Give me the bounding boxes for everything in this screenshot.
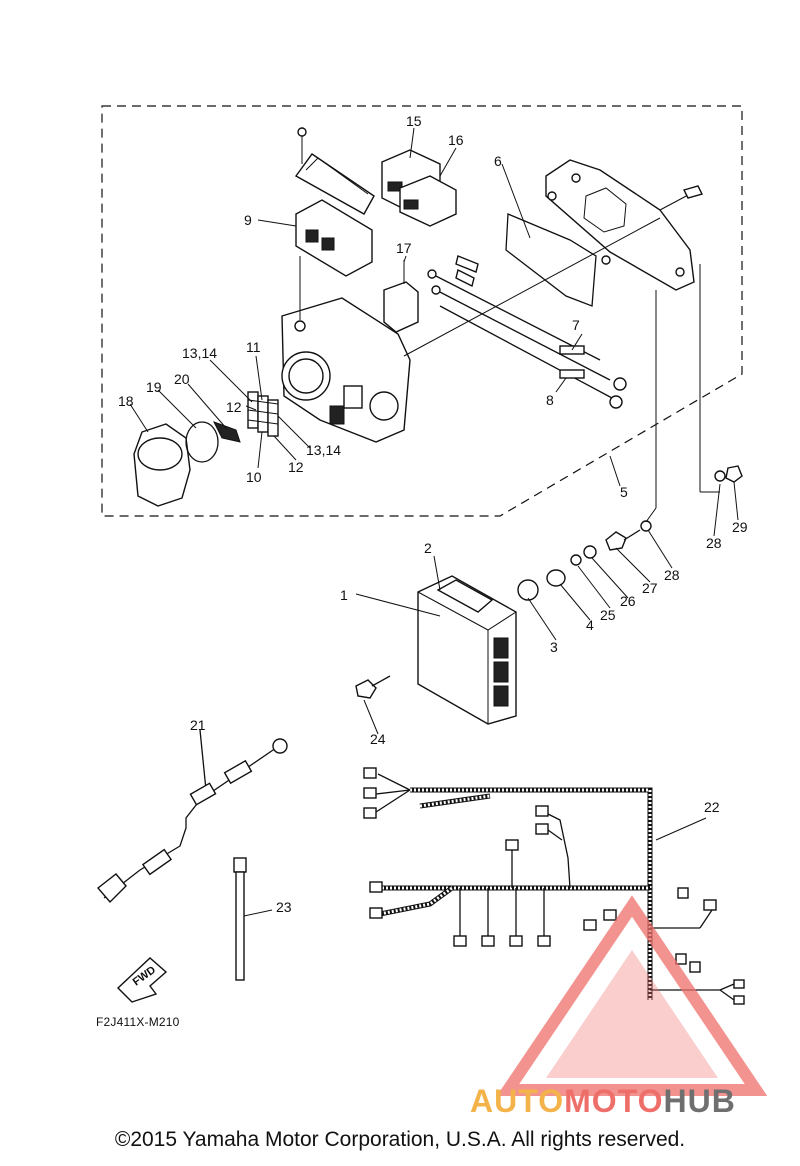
callout-11: 11 xyxy=(246,339,261,355)
ecu-unit xyxy=(417,575,517,725)
callout-28-upper: 28 xyxy=(706,535,722,551)
mount-hardware xyxy=(517,465,743,601)
callout-15: 15 xyxy=(406,113,422,129)
leader-lines xyxy=(129,127,739,735)
callout-4: 4 xyxy=(586,617,594,633)
sensor-17 xyxy=(383,260,419,333)
callout-13-14-upper: 13,14 xyxy=(182,345,217,361)
callout-6: 6 xyxy=(494,153,502,169)
bolt-24 xyxy=(355,675,391,699)
cap-18 xyxy=(133,423,191,507)
watermark-part-moto: MOTO xyxy=(564,1083,664,1119)
callout-29: 29 xyxy=(732,519,748,535)
callout-17: 17 xyxy=(396,240,412,256)
relay-16 xyxy=(399,175,457,227)
callout-5: 5 xyxy=(620,484,628,500)
callout-22: 22 xyxy=(704,799,720,815)
callout-3: 3 xyxy=(550,639,558,655)
cover-9 xyxy=(295,199,373,277)
callout-23: 23 xyxy=(276,899,292,915)
callout-7: 7 xyxy=(572,317,580,333)
callout-10: 10 xyxy=(246,469,262,485)
assembly-boundary xyxy=(101,105,743,517)
watermark-text: AUTOMOTOHUB xyxy=(470,1083,736,1120)
flange-plate xyxy=(545,159,704,291)
fwd-arrow-icon: FWD xyxy=(116,957,168,1003)
callout-28-lower: 28 xyxy=(664,567,680,583)
throttle-body xyxy=(281,256,411,443)
callout-2: 2 xyxy=(424,540,432,556)
callout-8: 8 xyxy=(546,392,554,408)
watermark-part-auto: AUTO xyxy=(470,1083,565,1119)
callout-18: 18 xyxy=(118,393,134,409)
callout-12-left: 12 xyxy=(226,399,242,415)
callout-16: 16 xyxy=(448,132,464,148)
callout-13-14-lower: 13,14 xyxy=(306,442,341,458)
callout-1: 1 xyxy=(340,587,348,603)
callout-19: 19 xyxy=(146,379,162,395)
o-ring-19 xyxy=(185,421,219,463)
connector-block xyxy=(247,391,279,437)
callout-27: 27 xyxy=(642,580,658,596)
wire-harness-22 xyxy=(363,767,745,1005)
callout-24: 24 xyxy=(370,731,386,747)
bracket xyxy=(294,127,375,215)
callout-21: 21 xyxy=(190,717,206,733)
gasket-6 xyxy=(505,213,597,307)
watermark-logo-icon xyxy=(496,895,768,1096)
watermark-part-hub: HUB xyxy=(663,1083,736,1119)
cable-tie-23 xyxy=(233,857,273,981)
callout-20: 20 xyxy=(174,371,190,387)
callout-9: 9 xyxy=(244,212,252,228)
diagram-code: F2J411X-M210 xyxy=(96,1015,180,1029)
callout-labels: 1 2 3 4 25 26 27 28 28 29 5 6 7 8 9 10 1… xyxy=(96,113,748,1029)
fuel-hoses xyxy=(427,255,627,409)
callout-26: 26 xyxy=(620,593,636,609)
callout-12-right: 12 xyxy=(288,459,304,475)
throttle-cable-21 xyxy=(96,729,288,904)
callout-25: 25 xyxy=(600,607,616,623)
clip-20 xyxy=(212,421,241,443)
copyright-notice: ©2015 Yamaha Motor Corporation, U.S.A. A… xyxy=(114,1128,686,1151)
